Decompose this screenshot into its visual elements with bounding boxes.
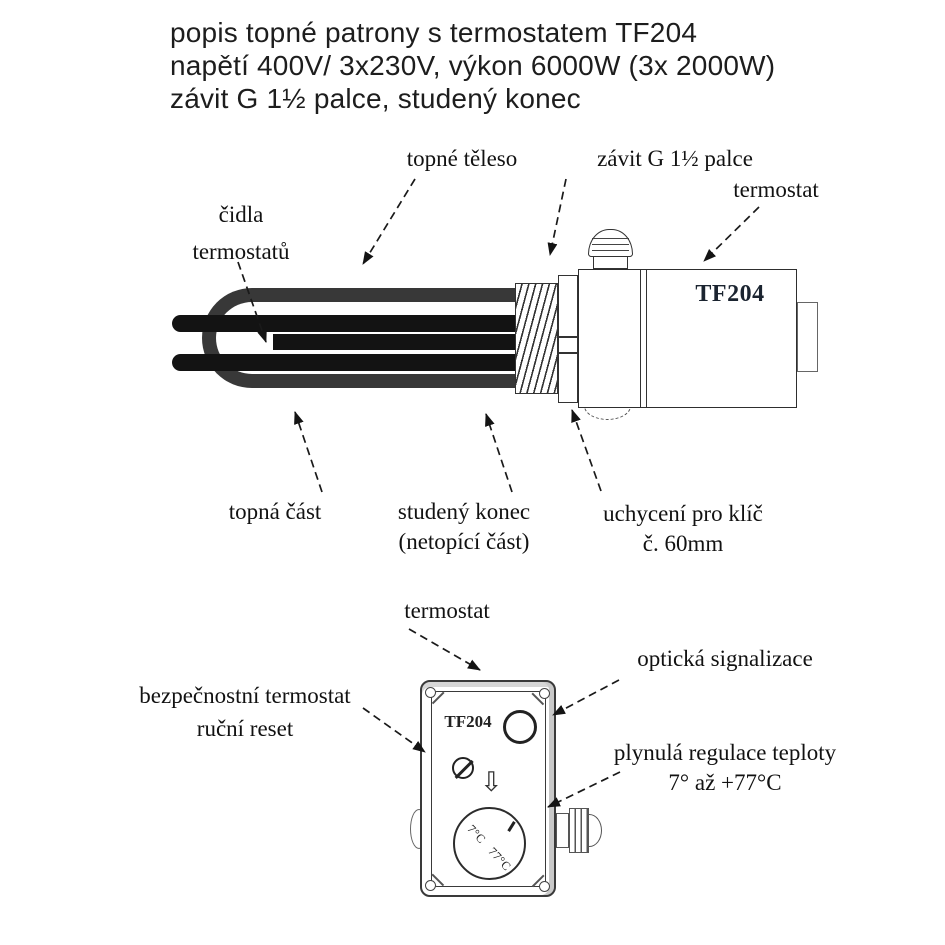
temperature-dial-knob: 7°C 77°C bbox=[453, 807, 526, 880]
label-heating-body: topné těleso bbox=[406, 146, 518, 171]
gland-rib-line bbox=[592, 244, 629, 246]
arrow-cold-end bbox=[485, 413, 513, 493]
label-cold-end-line1: studený konec bbox=[397, 499, 531, 524]
label-safety-line2: ruční reset bbox=[196, 716, 294, 741]
title-line-2: napětí 400V/ 3x230V, výkon 6000W (3x 200… bbox=[170, 50, 776, 81]
reset-screw bbox=[452, 757, 474, 779]
label-thermostat-bottom: termostat bbox=[404, 598, 490, 623]
terminal-block-right bbox=[797, 302, 818, 372]
label-cold-end: studený konec (netopící část) bbox=[398, 497, 530, 557]
label-regulation-line2: 7° až +77°C bbox=[668, 770, 782, 795]
hex-nut-facet-line bbox=[559, 352, 577, 354]
reset-screw-slot bbox=[454, 759, 474, 779]
box-model-label: TF204 bbox=[444, 712, 492, 731]
corner-screw bbox=[539, 881, 550, 892]
gland-underside-dashed bbox=[584, 406, 631, 420]
cable-gland-dome bbox=[589, 814, 602, 847]
heater-rod-bottom bbox=[172, 354, 515, 371]
label-regulation: plynulá regulace teploty 7° až +77°C bbox=[614, 738, 836, 798]
title-line-1: popis topné patrony s termostatem TF204 bbox=[170, 17, 698, 48]
corner-screw bbox=[539, 688, 550, 699]
label-optical-signal: optická signalizace bbox=[637, 646, 813, 671]
label-safety-line1: bezpečnostní termostat bbox=[139, 683, 351, 708]
label-thermostat-top: termostat bbox=[733, 177, 819, 202]
label-cold-end-line2: (netopící část) bbox=[398, 529, 530, 554]
label-sensors: čidla termostatů bbox=[192, 196, 289, 270]
label-wrench-line1: uchycení pro klíč bbox=[603, 501, 763, 526]
label-regulation-line1: plynulá regulace teploty bbox=[613, 740, 837, 765]
arrow-optical-signal bbox=[552, 679, 620, 716]
label-wrench: uchycení pro klíč č. 60mm bbox=[603, 499, 763, 559]
arrow-thread bbox=[547, 178, 567, 256]
gland-rib-line bbox=[592, 238, 629, 240]
label-thread: závit G 1½ palce bbox=[597, 146, 753, 171]
thermostat-housing bbox=[578, 269, 797, 408]
label-wrench-line2: č. 60mm bbox=[642, 531, 724, 556]
cable-gland-neck bbox=[593, 256, 628, 269]
arrow-wrench bbox=[571, 409, 602, 492]
arrow-safety-thermostat bbox=[362, 707, 426, 753]
thermostat-sensor-rod bbox=[273, 334, 515, 350]
hex-nut-facet-line bbox=[559, 336, 577, 338]
arrow-regulation bbox=[547, 771, 621, 808]
arrow-thermostat-bottom bbox=[408, 628, 481, 671]
corner-screw bbox=[425, 880, 436, 891]
housing-divider-line bbox=[640, 270, 647, 407]
corner-screw bbox=[425, 687, 436, 698]
cable-gland-top bbox=[588, 229, 633, 257]
title-line-3: závit G 1½ palce, studený konec bbox=[170, 83, 581, 114]
dial-tick bbox=[507, 821, 516, 832]
label-sensors-line2: termostatů bbox=[192, 239, 290, 264]
arrow-heating-body bbox=[362, 178, 416, 265]
housing-model-label: TF204 bbox=[695, 281, 765, 307]
down-arrow-icon: ⇩ bbox=[480, 767, 503, 798]
cable-gland-flange bbox=[556, 813, 569, 848]
thread-bushing bbox=[515, 283, 558, 394]
arrow-thermostat-top bbox=[703, 206, 760, 262]
signal-lamp bbox=[503, 710, 537, 744]
label-sensors-line1: čidla bbox=[218, 202, 264, 227]
label-safety-thermostat: bezpečnostní termostat ruční reset bbox=[139, 679, 350, 745]
heater-rod-top bbox=[172, 315, 515, 332]
hex-nut bbox=[558, 275, 578, 403]
arrow-heating-part bbox=[294, 411, 323, 493]
cable-gland-ribbed bbox=[569, 808, 589, 853]
gland-rib-line bbox=[592, 250, 629, 252]
label-heating-part: topná část bbox=[228, 499, 322, 524]
